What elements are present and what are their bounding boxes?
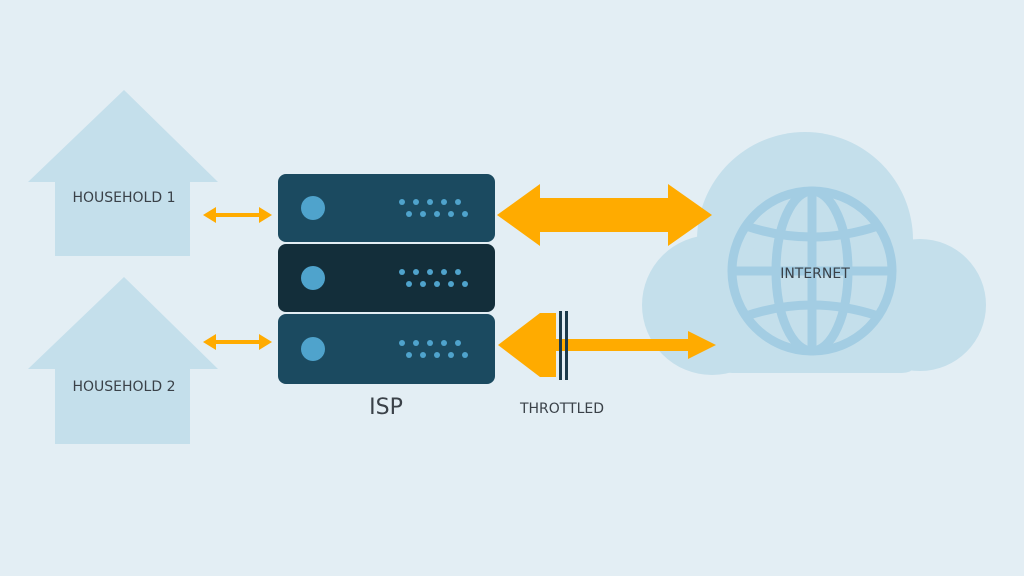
throttle-barrier xyxy=(559,311,568,380)
house-2-shape xyxy=(28,277,218,444)
isp-server-stack: ISP xyxy=(278,174,495,420)
household-1-label: HOUSEHOLD 1 xyxy=(72,190,175,206)
globe-icon xyxy=(727,186,897,356)
isp-label: ISP xyxy=(369,395,403,420)
household-2-arrow xyxy=(203,334,272,350)
server-3-indicator xyxy=(301,337,325,361)
server-1-indicator xyxy=(301,196,325,220)
house-1-shape xyxy=(28,90,218,256)
full-speed-arrow xyxy=(497,184,712,246)
server-unit-1 xyxy=(278,174,495,242)
household-1: HOUSEHOLD 1 xyxy=(28,90,218,256)
throttled-label: THROTTLED xyxy=(519,401,604,417)
server-1-vent-dots xyxy=(399,199,468,217)
server-3-vent-dots xyxy=(399,340,468,358)
server-unit-3 xyxy=(278,314,495,384)
household-2-label: HOUSEHOLD 2 xyxy=(72,379,175,395)
internet-cloud: INTERNET xyxy=(642,132,986,375)
server-2-indicator xyxy=(301,266,325,290)
server-2-vent-dots xyxy=(399,269,468,287)
internet-label: INTERNET xyxy=(780,266,850,282)
household-2: HOUSEHOLD 2 xyxy=(28,277,218,444)
throttled-arrow xyxy=(498,313,716,377)
household-1-arrow xyxy=(203,207,272,223)
throttled-arrow-right-head xyxy=(688,331,716,359)
throttled-arrow-shaft xyxy=(556,339,691,351)
throttled-arrow-left-head xyxy=(498,313,556,377)
server-unit-2 xyxy=(278,244,495,312)
